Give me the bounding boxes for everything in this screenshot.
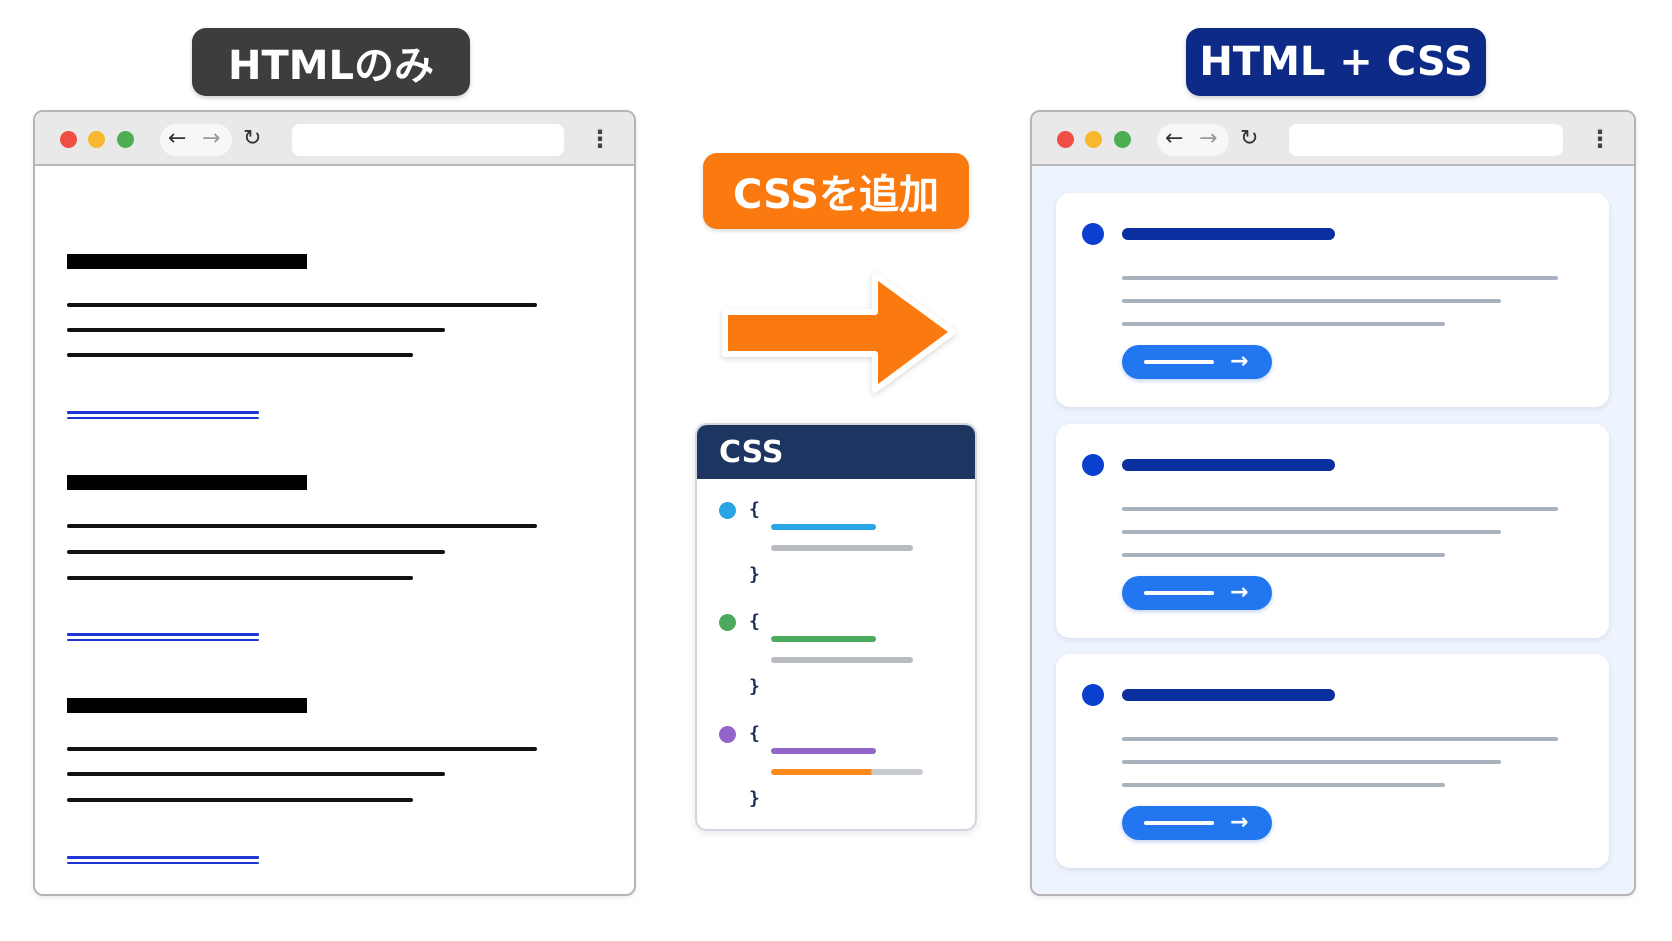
rule-dot-blue: [719, 502, 736, 519]
rule-dot-green: [719, 614, 736, 631]
css-panel-title: CSS: [697, 425, 975, 479]
css-value-line: [771, 769, 923, 775]
maximize-window-dot[interactable]: [1114, 131, 1131, 148]
card-button[interactable]: →: [1122, 806, 1272, 840]
paragraph-line: [67, 328, 445, 332]
paragraph-line: [67, 524, 537, 528]
link-underline[interactable]: [67, 639, 259, 641]
css-property-line: [771, 524, 876, 530]
paragraph-line: [67, 576, 413, 580]
heading-block: [67, 254, 307, 269]
css-property-line: [771, 636, 876, 642]
address-bar[interactable]: [1289, 124, 1563, 156]
back-icon[interactable]: ←: [168, 126, 187, 151]
card-title-bar: [1122, 228, 1335, 240]
card-text-line: [1122, 299, 1501, 303]
button-label-bar: [1144, 360, 1214, 364]
html-only-browser: ← → ↻ ⋮: [33, 110, 636, 896]
styled-card: →: [1056, 193, 1609, 407]
close-window-dot[interactable]: [60, 131, 77, 148]
link-underline[interactable]: [67, 417, 259, 419]
card-text-line: [1122, 760, 1501, 764]
forward-icon[interactable]: →: [202, 126, 221, 151]
arrow-right-icon: →: [1230, 349, 1249, 374]
html-only-label: HTMLのみ: [192, 28, 470, 96]
card-dot: [1082, 223, 1104, 245]
nav-pill: [160, 124, 232, 156]
back-icon[interactable]: ←: [1165, 126, 1184, 151]
card-text-line: [1122, 553, 1445, 557]
card-text-line: [1122, 783, 1445, 787]
right-arrow-icon: [722, 272, 956, 393]
paragraph-line: [67, 550, 445, 554]
rule-dot-purple: [719, 726, 736, 743]
link-underline[interactable]: [67, 633, 259, 636]
css-value-line: [771, 545, 913, 551]
browser-toolbar: ← → ↻ ⋮: [1032, 112, 1634, 166]
address-bar[interactable]: [292, 124, 564, 156]
link-underline[interactable]: [67, 862, 259, 864]
paragraph-line: [67, 303, 537, 307]
open-brace: {: [749, 723, 760, 744]
html-css-browser: ← → ↻ ⋮ → →: [1030, 110, 1636, 896]
reload-icon[interactable]: ↻: [243, 126, 262, 151]
close-brace: }: [749, 564, 760, 585]
minimize-window-dot[interactable]: [1085, 131, 1102, 148]
link-underline[interactable]: [67, 856, 259, 859]
css-value-line: [771, 657, 913, 663]
browser-toolbar: ← → ↻ ⋮: [35, 112, 634, 166]
close-brace: }: [749, 676, 760, 697]
plain-page-content: [35, 166, 634, 894]
card-dot: [1082, 454, 1104, 476]
card-title-bar: [1122, 459, 1335, 471]
html-css-label: HTML + CSS: [1186, 28, 1486, 96]
forward-icon[interactable]: →: [1199, 126, 1218, 151]
add-css-label: CSSを追加: [703, 153, 969, 229]
styled-card: →: [1056, 424, 1609, 638]
styled-card: →: [1056, 654, 1609, 868]
card-title-bar: [1122, 689, 1335, 701]
card-button[interactable]: →: [1122, 576, 1272, 610]
reload-icon[interactable]: ↻: [1240, 126, 1259, 151]
heading-block: [67, 698, 307, 713]
menu-icon[interactable]: ⋮: [1588, 125, 1612, 153]
card-text-line: [1122, 737, 1558, 741]
card-dot: [1082, 684, 1104, 706]
open-brace: {: [749, 611, 760, 632]
paragraph-line: [67, 353, 413, 357]
paragraph-line: [67, 772, 445, 776]
card-text-line: [1122, 276, 1558, 280]
link-underline[interactable]: [67, 411, 259, 414]
paragraph-line: [67, 798, 413, 802]
paragraph-line: [67, 747, 537, 751]
styled-page-content: → → →: [1032, 166, 1634, 894]
css-code-panel: CSS { } { } { }: [695, 423, 977, 831]
close-window-dot[interactable]: [1057, 131, 1074, 148]
card-text-line: [1122, 322, 1445, 326]
open-brace: {: [749, 499, 760, 520]
close-brace: }: [749, 788, 760, 809]
button-label-bar: [1144, 591, 1214, 595]
button-label-bar: [1144, 821, 1214, 825]
arrow-right-icon: →: [1230, 810, 1249, 835]
card-text-line: [1122, 507, 1558, 511]
heading-block: [67, 475, 307, 490]
menu-icon[interactable]: ⋮: [588, 125, 612, 153]
arrow-right-icon: →: [1230, 580, 1249, 605]
maximize-window-dot[interactable]: [117, 131, 134, 148]
card-button[interactable]: →: [1122, 345, 1272, 379]
css-property-line: [771, 748, 876, 754]
nav-pill: [1157, 124, 1229, 156]
minimize-window-dot[interactable]: [88, 131, 105, 148]
card-text-line: [1122, 530, 1501, 534]
